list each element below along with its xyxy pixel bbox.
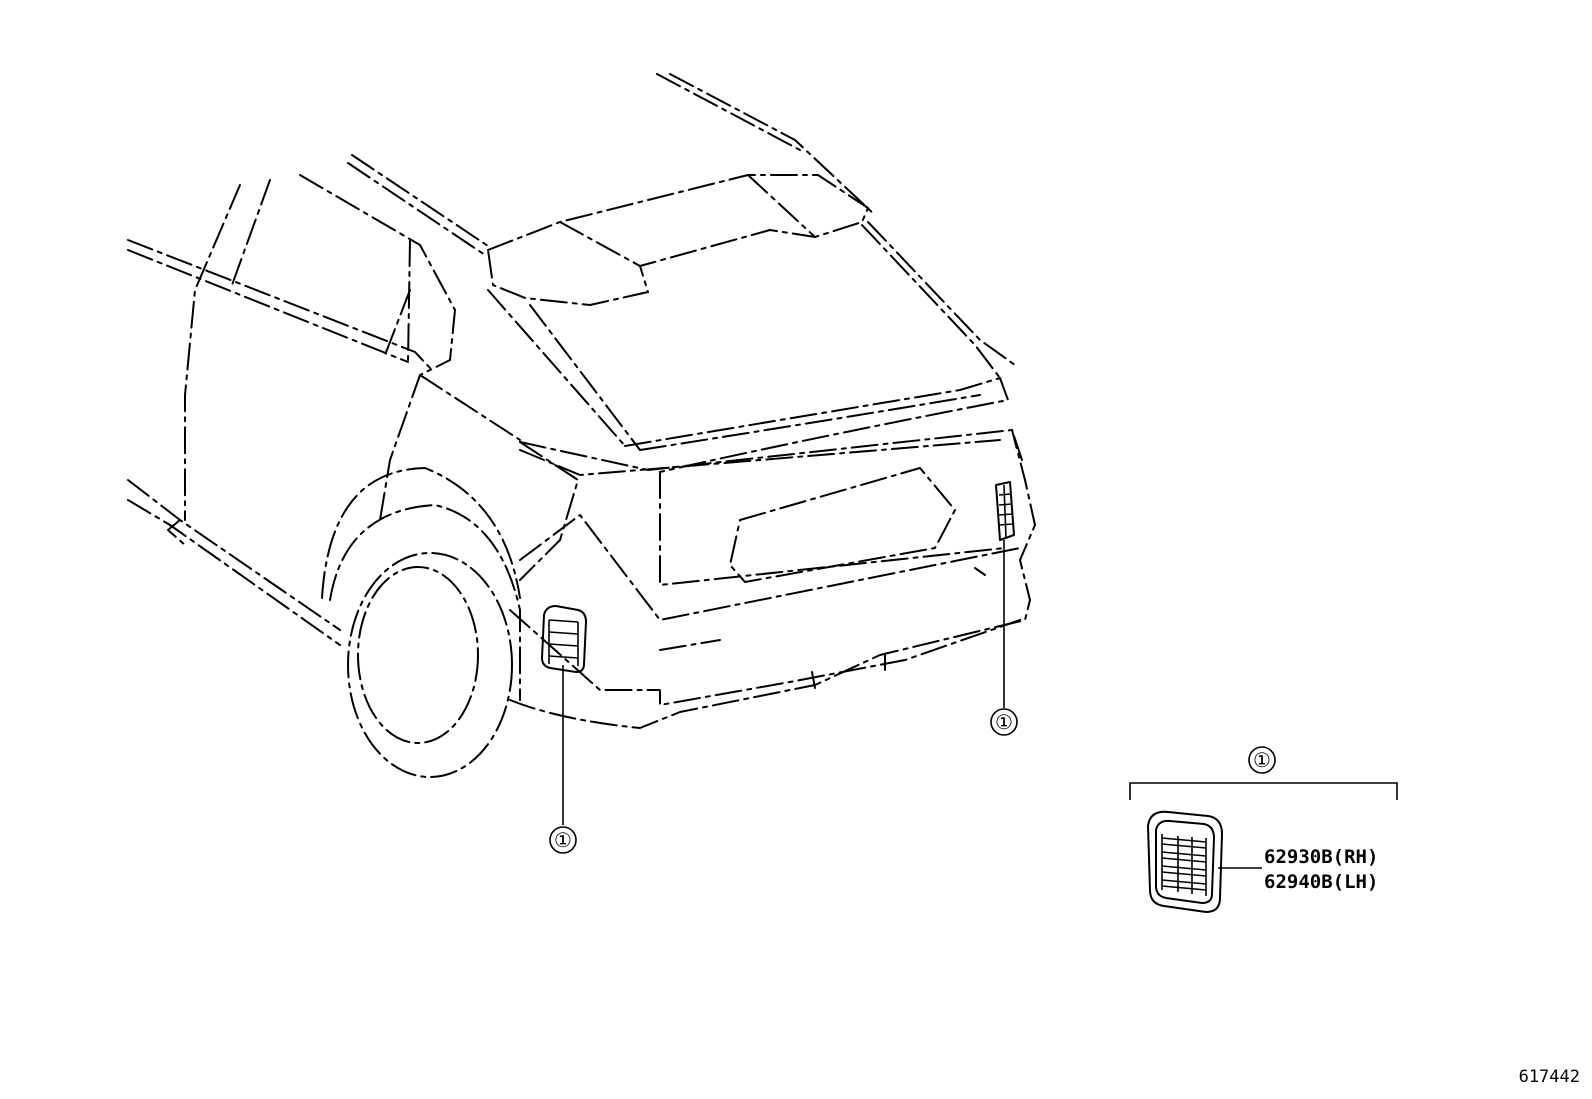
callout-left-vent: ① [549, 826, 577, 854]
right-vent-on-vehicle-icon [995, 481, 1015, 541]
detail-callout: ① [1129, 746, 1398, 800]
figure-id: 617442 [1519, 1067, 1580, 1087]
left-vent-on-vehicle-icon [541, 605, 587, 673]
part-number-rh: 62930B(RH) [1264, 846, 1378, 868]
vehicle-outline-icon [127, 73, 1036, 778]
detail-callout-label: ① [1253, 748, 1271, 772]
part-number-lh: 62940B(LH) [1264, 871, 1378, 893]
rear-bumper-air-vent-icon [1147, 810, 1223, 913]
detail-bracket [1129, 782, 1398, 800]
callout-right-vent: ① [990, 708, 1018, 736]
callout-left-vent-label: ① [554, 828, 572, 852]
callout-right-vent-label: ① [995, 710, 1013, 734]
